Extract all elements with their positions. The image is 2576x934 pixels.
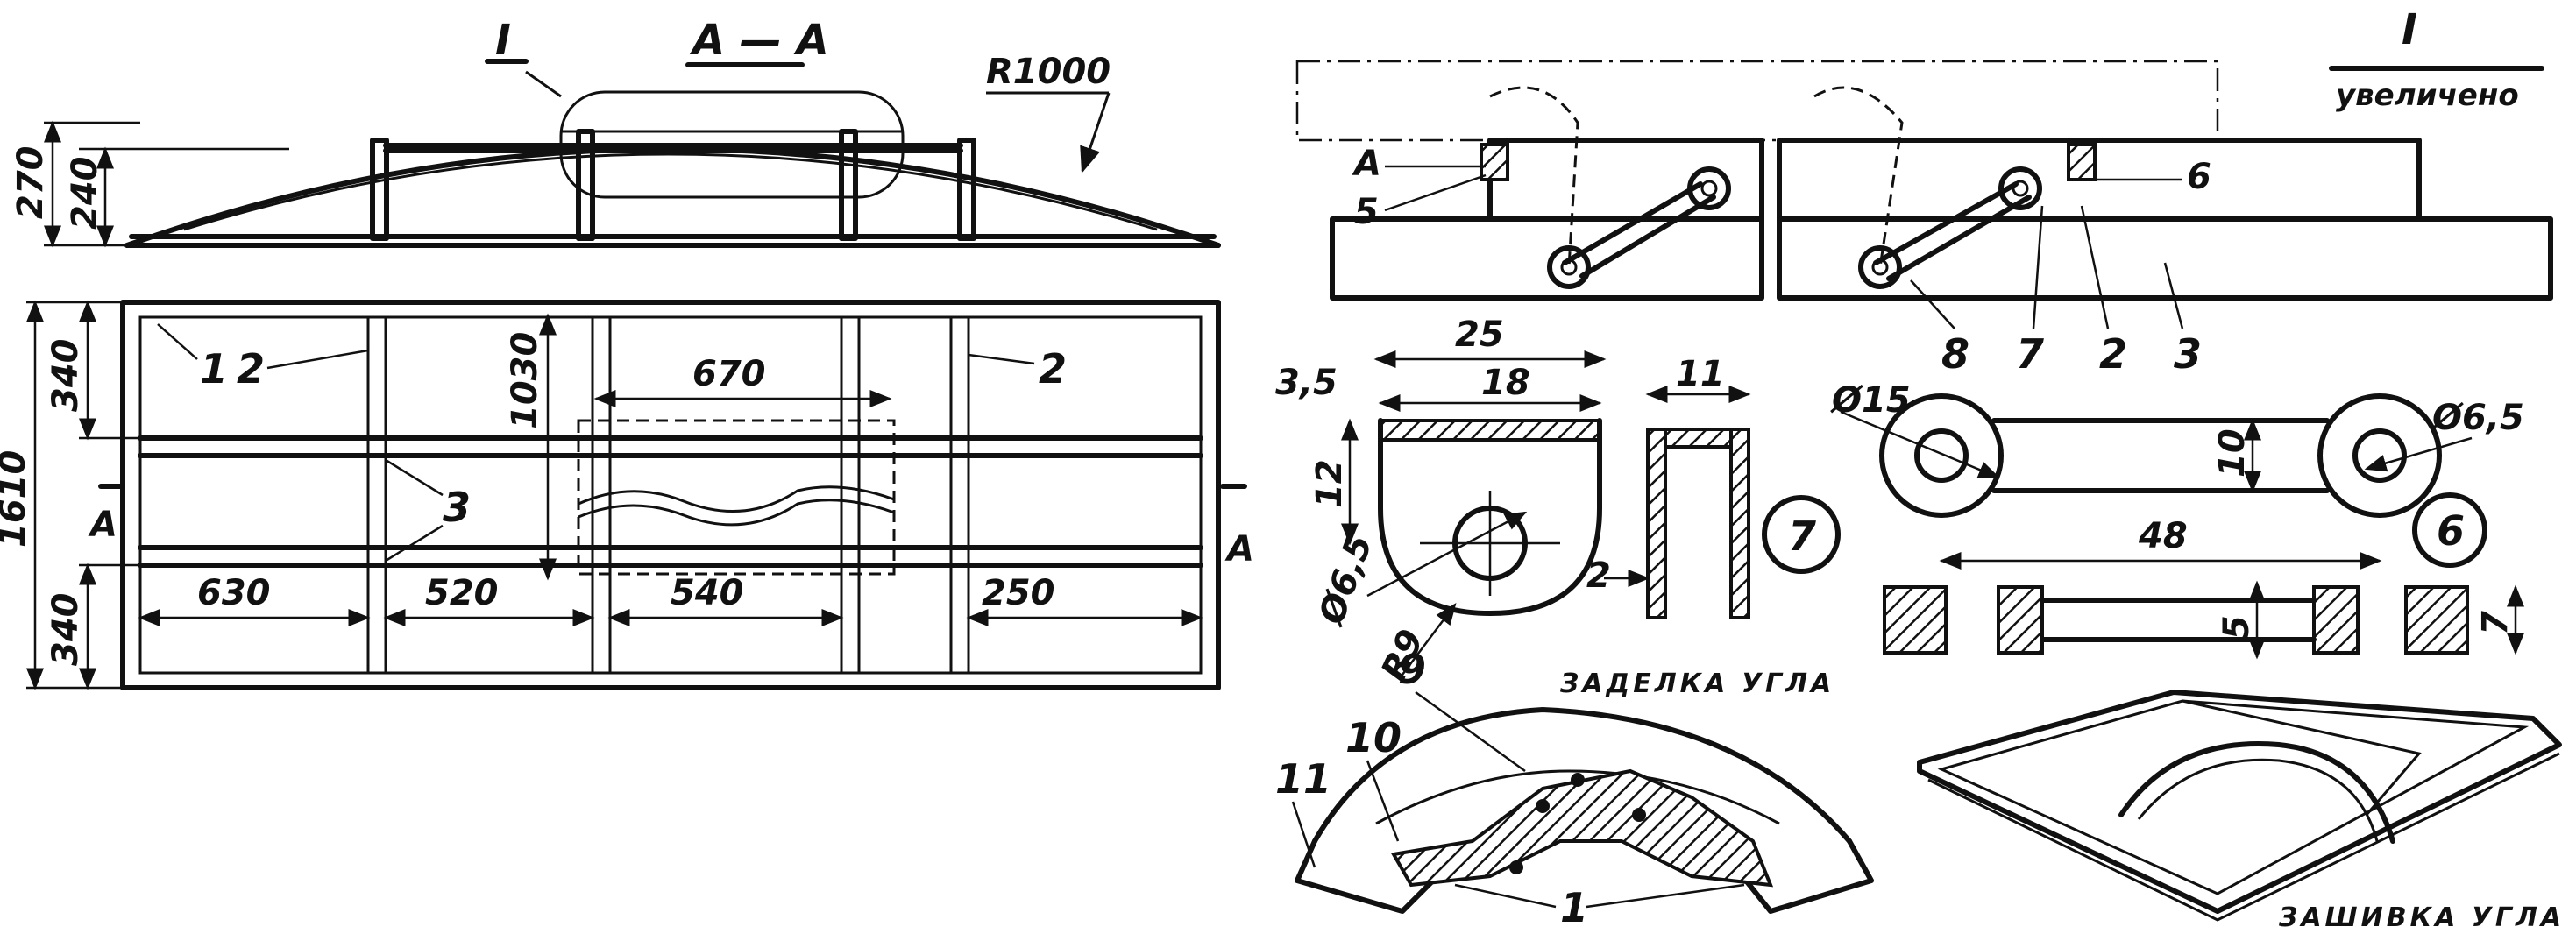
dim-15: Ø15 bbox=[1830, 380, 1911, 421]
section-title: А — А bbox=[689, 16, 829, 65]
callout-frame bbox=[559, 90, 905, 199]
dim-hole-7: Ø6,5 bbox=[1310, 529, 1380, 631]
detail-title: I bbox=[2402, 5, 2417, 54]
part-6-link: Ø15 Ø6,5 10 48 6 5 7 bbox=[1830, 380, 2524, 660]
dim-340-top: 340 bbox=[46, 339, 86, 413]
dim-540: 540 bbox=[671, 573, 744, 613]
frame-plan: А А 1610 340 340 1030 670 630 520 540 25… bbox=[0, 300, 1254, 690]
corner-part-1: 1 bbox=[1560, 884, 1588, 931]
dim-630: 630 bbox=[197, 573, 271, 613]
section-mark-right: А bbox=[1224, 529, 1254, 570]
dim-340-bottom: 340 bbox=[46, 593, 86, 667]
dim-11: 11 bbox=[1676, 354, 1725, 394]
detail-subtitle: увеличено bbox=[2336, 78, 2519, 113]
dim-10: 10 bbox=[2212, 428, 2253, 478]
detail-label-2: 2 bbox=[2099, 330, 2127, 378]
part-7-number: 7 bbox=[1788, 513, 1816, 560]
detail-label-6: 6 bbox=[2187, 157, 2211, 197]
dim-6-5: Ø6,5 bbox=[2431, 398, 2524, 438]
section-ribs bbox=[370, 129, 976, 241]
dim-270: 270 bbox=[11, 146, 51, 220]
dim-12: 12 bbox=[1309, 459, 1350, 508]
dim-250: 250 bbox=[982, 573, 1055, 613]
radius-label: R1000 bbox=[986, 52, 1111, 92]
plan-part-3: 3 bbox=[443, 484, 471, 531]
dim-520: 520 bbox=[425, 573, 499, 613]
plan-part-2-left: 2 bbox=[237, 345, 265, 393]
corner-sewing: ЗАШИВКА УГЛА bbox=[1917, 690, 2565, 933]
dim-18: 18 bbox=[1481, 363, 1530, 403]
hinge-mechanism bbox=[1489, 86, 2042, 289]
detail-i: I увеличено bbox=[1295, 5, 2553, 378]
corner-part-11: 11 bbox=[1275, 755, 1331, 803]
dim-670: 670 bbox=[692, 354, 766, 394]
corner-embed: ЗАДЕЛКА УГЛА 9 10 11 1 bbox=[1275, 646, 1874, 931]
corner-part-9: 9 bbox=[1398, 646, 1426, 693]
dim-25: 25 bbox=[1455, 315, 1504, 355]
corner-embed-label: ЗАДЕЛКА УГЛА bbox=[1559, 669, 1834, 699]
dim-48: 48 bbox=[2138, 516, 2188, 556]
dim-3-5: 3,5 bbox=[1275, 363, 1338, 403]
part-7-bracket: 25 18 3,5 12 Ø6,5 R9 11 2 7 bbox=[1275, 315, 1841, 687]
dim-7: 7 bbox=[2475, 611, 2516, 635]
section-a-a: I А — А R1000 270 240 bbox=[11, 16, 1221, 248]
plan-ribs bbox=[366, 315, 970, 675]
dim-2: 2 bbox=[1586, 555, 1611, 596]
callout-label: I bbox=[495, 16, 511, 65]
dim-5: 5 bbox=[2217, 615, 2257, 640]
corner-part-10: 10 bbox=[1345, 714, 1402, 761]
detail-label-3: 3 bbox=[2174, 330, 2202, 378]
section-mark-left: А bbox=[88, 505, 117, 545]
detail-label-5: 5 bbox=[1354, 192, 1379, 232]
corner-sewing-label: ЗАШИВКА УГЛА bbox=[2278, 902, 2565, 933]
dim-1610: 1610 bbox=[0, 450, 33, 548]
part-6-number: 6 bbox=[2437, 507, 2465, 555]
dim-1030: 1030 bbox=[505, 332, 545, 429]
plan-part-2-right: 2 bbox=[1039, 345, 1067, 393]
hatch-outline bbox=[577, 419, 896, 576]
detail-label-7: 7 bbox=[2016, 330, 2044, 378]
detail-label-a: А bbox=[1352, 144, 1381, 184]
dim-240: 240 bbox=[65, 157, 105, 230]
detail-label-8: 8 bbox=[1941, 330, 1969, 378]
plan-part-1: 1 bbox=[200, 345, 228, 393]
